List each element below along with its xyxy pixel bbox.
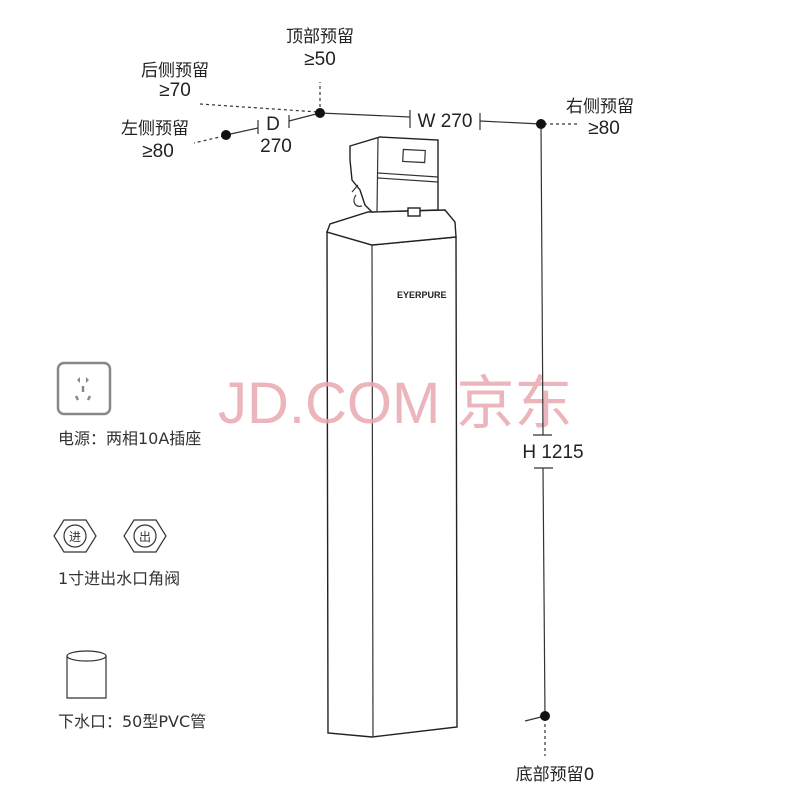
outlet-badge: 出 bbox=[139, 530, 151, 544]
inlet-valve-icon: 进 bbox=[53, 519, 97, 553]
depth-letter: D bbox=[266, 114, 280, 135]
drain-requirement-text: 下水口：50型PVC管 bbox=[58, 712, 206, 731]
right-anchor-dot bbox=[536, 119, 546, 129]
top-clearance-value: ≥50 bbox=[304, 49, 336, 70]
water-softener-drawing: EYERPURE bbox=[326, 136, 458, 738]
brand-logo: EYERPURE bbox=[397, 290, 447, 300]
left-anchor-dot bbox=[221, 130, 231, 140]
back-clearance-label: 后侧预留 bbox=[141, 61, 209, 81]
width-value: W 270 bbox=[418, 111, 473, 132]
power-socket-icon bbox=[56, 361, 112, 416]
left-clearance-label: 左侧预留 bbox=[121, 119, 189, 139]
bottom-anchor-dot bbox=[540, 711, 550, 721]
outlet-valve-icon: 出 bbox=[123, 519, 167, 553]
right-clearance-value: ≥80 bbox=[588, 118, 620, 139]
bottom-clearance-label: 底部预留0 bbox=[516, 765, 595, 785]
top-anchor-dot bbox=[315, 108, 325, 118]
inlet-badge: 进 bbox=[69, 530, 81, 544]
height-value: H 1215 bbox=[522, 442, 583, 463]
drain-pipe-icon bbox=[66, 650, 107, 699]
power-requirement-text: 电源：两相10A插座 bbox=[58, 429, 201, 448]
left-clearance-value: ≥80 bbox=[142, 141, 174, 162]
depth-value: 270 bbox=[260, 136, 292, 157]
top-clearance-label: 顶部预留 bbox=[286, 27, 354, 47]
valve-requirement-text: 1寸进出水口角阀 bbox=[58, 569, 180, 588]
dimension-lines bbox=[193, 82, 580, 756]
right-clearance-label: 右侧预留 bbox=[566, 97, 634, 117]
watermark: JD.COM 京东 bbox=[218, 371, 572, 436]
back-clearance-value: ≥70 bbox=[159, 80, 191, 101]
